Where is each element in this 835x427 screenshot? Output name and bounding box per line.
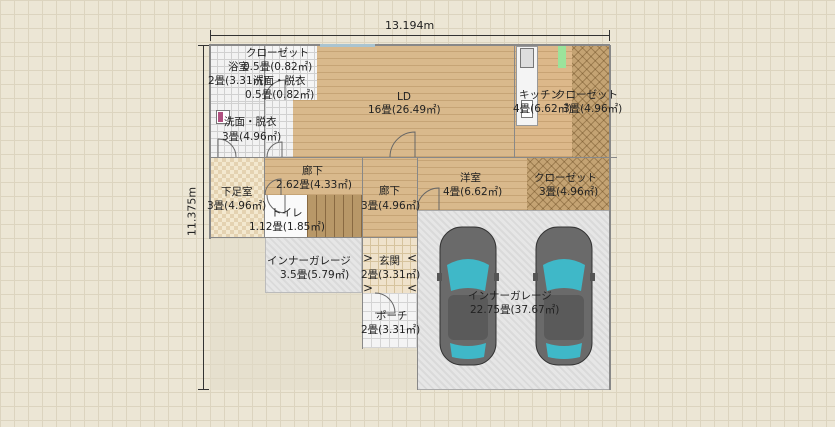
ld-area: 16畳(26.49㎡) xyxy=(368,104,441,116)
sink-icon xyxy=(521,100,533,118)
room-closet-western[interactable] xyxy=(527,157,610,210)
room-bath[interactable] xyxy=(210,45,265,103)
closet-western-name: クローゼット xyxy=(534,172,597,184)
porch-area: 2畳(3.31㎡) xyxy=(361,324,421,336)
dimension-tick xyxy=(609,30,610,41)
wall xyxy=(362,157,363,349)
inner-garage-large-name: インナーガレージ xyxy=(468,290,552,302)
closet-top-area: 0.5畳(0.82㎡) xyxy=(243,61,313,73)
shoes-name: 下足室 xyxy=(221,186,253,198)
shoes-area: 3畳(4.96㎡) xyxy=(207,200,267,212)
wall xyxy=(514,45,515,157)
wall xyxy=(210,237,418,238)
kitchen-window xyxy=(558,46,566,68)
stove-icon xyxy=(520,48,534,68)
entrance-marker: > xyxy=(363,251,374,265)
dimension-tick xyxy=(198,45,209,46)
staircase xyxy=(307,195,362,237)
bath-area: 2畳(3.31㎡) xyxy=(208,75,268,87)
dimension-tick xyxy=(198,389,209,390)
closet-kitchen-name: クローゼット xyxy=(555,89,618,101)
kitchen-name: キッチン xyxy=(519,89,561,101)
width-dimension-line xyxy=(210,35,610,36)
hall-2-area: 3畳(4.96㎡) xyxy=(361,200,421,212)
room-shoes[interactable] xyxy=(210,158,265,238)
dimension-tick xyxy=(210,30,211,41)
room-western[interactable] xyxy=(417,157,527,210)
entrance-marker: > xyxy=(363,281,374,295)
toilet-area: 1.12畳(1.85㎡) xyxy=(249,221,325,233)
height-dimension-line xyxy=(203,45,204,390)
room-hall-1[interactable] xyxy=(265,157,362,195)
room-entrance[interactable] xyxy=(362,237,417,293)
washroom-small-name: 洗面・脱衣 xyxy=(253,75,306,87)
car-icon-right xyxy=(533,226,595,366)
room-hall-2[interactable] xyxy=(362,157,417,237)
hall-2-name: 廊下 xyxy=(379,185,400,197)
washer-icon xyxy=(218,112,223,122)
room-porch[interactable] xyxy=(362,293,417,348)
wall xyxy=(417,157,418,390)
width-dimension-label: 13.194m xyxy=(385,19,435,32)
closet-top-name: クローゼット xyxy=(246,47,309,59)
kitchen-area: 4畳(6.62㎡) xyxy=(513,103,573,115)
inner-garage-small-area: 3.5畳(5.79㎡) xyxy=(280,269,350,281)
wall xyxy=(264,45,265,238)
porch-name: ポーチ xyxy=(376,310,408,322)
entrance-name: 玄関 xyxy=(379,255,400,267)
hall-1-area: 2.62畳(4.33㎡) xyxy=(276,179,352,191)
wall xyxy=(210,44,610,46)
window xyxy=(320,44,375,47)
western-area: 4畳(6.62㎡) xyxy=(443,186,503,198)
toilet-name: トイレ xyxy=(271,207,303,219)
inner-garage-small-name: インナーガレージ xyxy=(267,255,351,267)
washroom-small-area: 0.5畳(0.82㎡) xyxy=(245,89,315,101)
western-name: 洋室 xyxy=(460,172,481,184)
wall xyxy=(210,157,617,158)
closet-western-area: 3畳(4.96㎡) xyxy=(539,186,599,198)
closet-kitchen-area: 3畳(4.96㎡) xyxy=(563,103,623,115)
entrance-area: 2畳(3.31㎡) xyxy=(361,269,421,281)
room-toilet[interactable] xyxy=(265,195,307,237)
washroom-name: 洗面・脱衣 xyxy=(224,116,277,128)
room-washroom-small[interactable] xyxy=(265,45,317,100)
bath-name: 浴室 xyxy=(228,61,249,73)
car-icon-left xyxy=(437,226,499,366)
entrance-marker: < xyxy=(407,281,418,295)
washroom-area: 3畳(4.96㎡) xyxy=(222,131,282,143)
room-inner-garage-small[interactable] xyxy=(265,237,362,293)
hall-1-name: 廊下 xyxy=(302,165,323,177)
wall xyxy=(609,45,611,390)
inner-garage-large-area: 22.75畳(37.67㎡) xyxy=(470,304,560,316)
wall xyxy=(209,44,211,239)
room-closet-kitchen[interactable] xyxy=(572,45,610,157)
ld-name: LD xyxy=(397,91,411,103)
entrance-marker: < xyxy=(407,251,418,265)
